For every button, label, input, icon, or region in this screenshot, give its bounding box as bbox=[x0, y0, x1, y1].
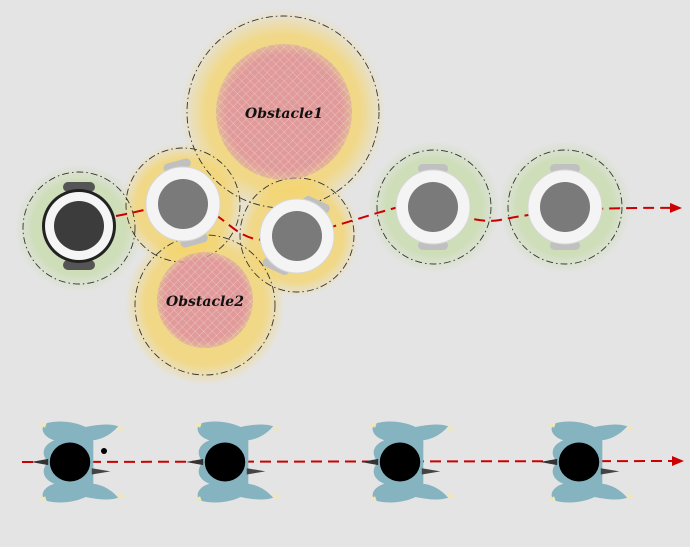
wheel-icon bbox=[63, 260, 95, 270]
obstacle-1-label: Obstacle1 bbox=[245, 106, 323, 122]
obstacle-2-label: Obstacle2 bbox=[166, 294, 244, 310]
human-icon bbox=[361, 421, 456, 503]
robot-icon bbox=[527, 164, 603, 250]
human-marker-dot bbox=[101, 448, 107, 454]
wheel-icon bbox=[63, 182, 95, 192]
robot-icon bbox=[145, 158, 221, 248]
obstacle-1: Obstacle1 bbox=[216, 44, 352, 180]
robot-start bbox=[42, 182, 116, 270]
obstacle-2: Obstacle2 bbox=[157, 252, 253, 348]
robot-icon bbox=[259, 195, 335, 275]
robot-icon bbox=[395, 164, 471, 250]
